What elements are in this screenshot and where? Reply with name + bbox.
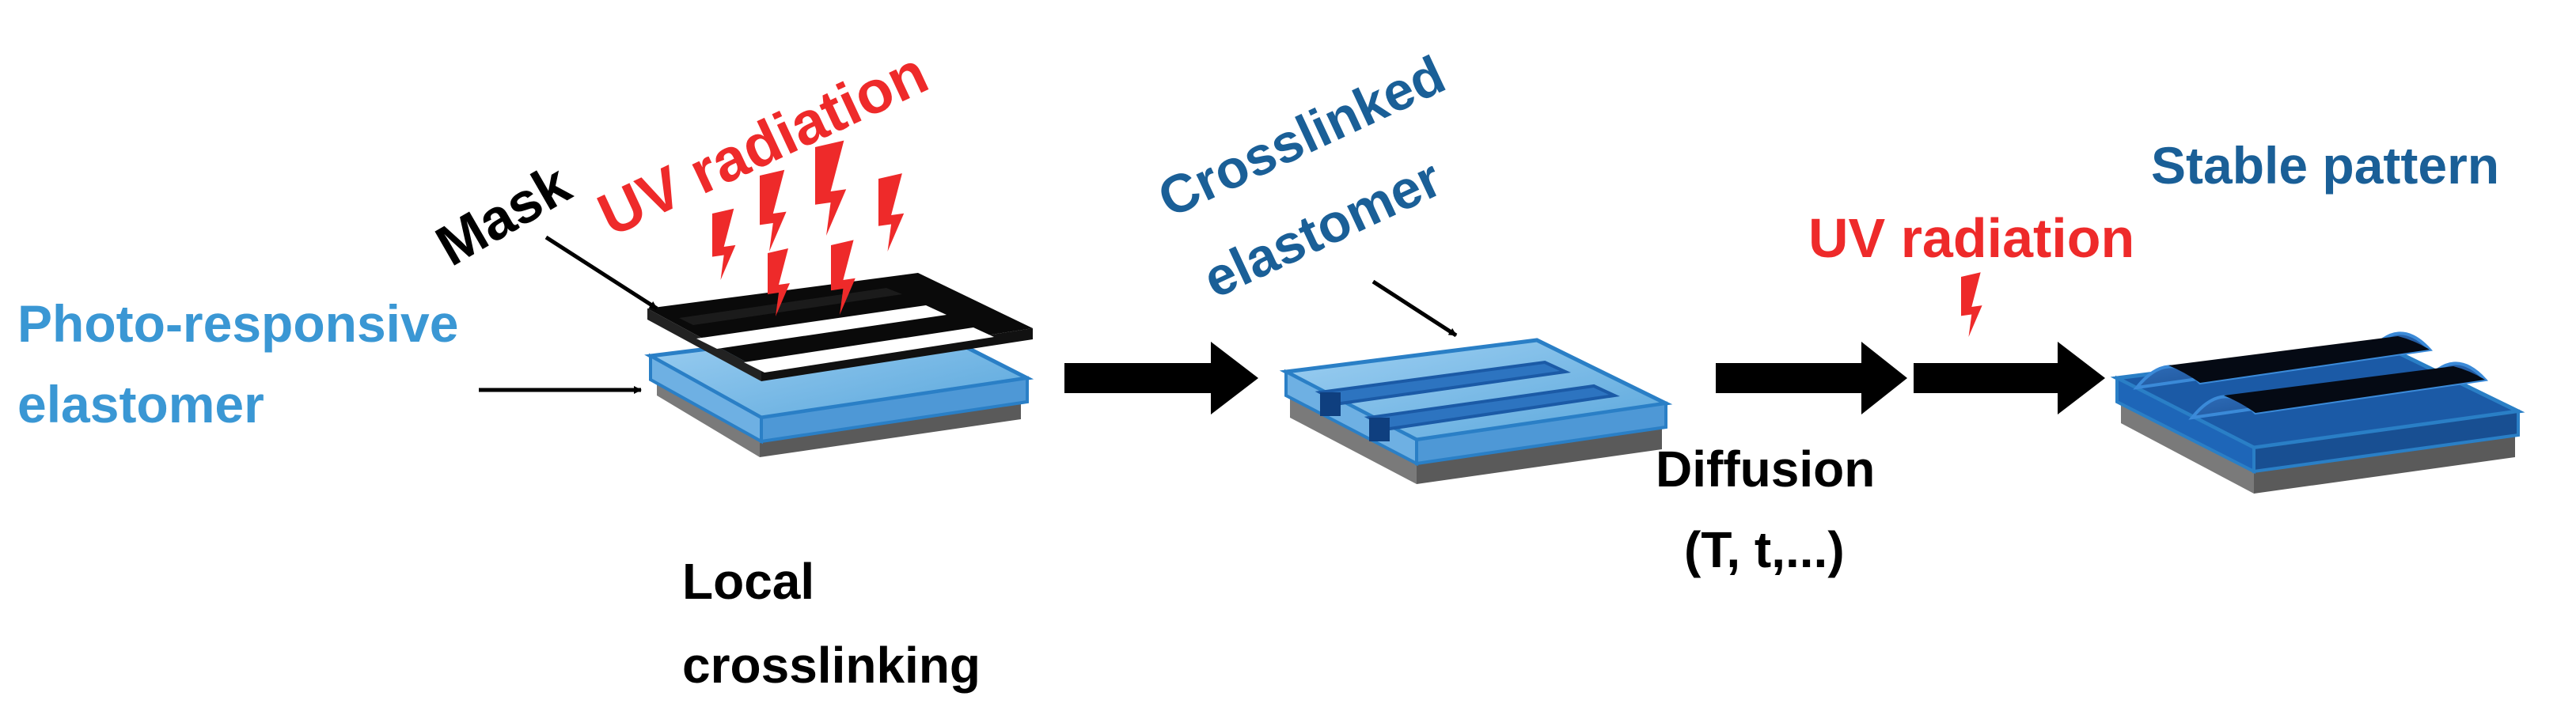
lightning-bolt-icon	[712, 208, 736, 280]
elastomer-film-right	[1415, 401, 1667, 466]
stable-pattern-label: Stable pattern	[2151, 136, 2499, 195]
ridge-1-shadow	[2168, 336, 2430, 383]
mask-side-left	[647, 308, 761, 381]
right-arrow-icon	[1914, 342, 2105, 414]
uv-radiation-label-2: UV radiation	[1808, 207, 2134, 269]
stripe-end-2	[1369, 418, 1390, 441]
right-arrow-icon	[1064, 342, 1258, 414]
substrate-right	[1417, 427, 1662, 484]
photo-responsive-label-line2: elastomer	[17, 375, 264, 433]
local-crosslinking-label-line2: crosslinking	[682, 637, 981, 694]
lightning-bolt-icon	[760, 169, 787, 252]
photo-responsive-label-line1: Photo-responsive	[17, 294, 458, 353]
stage3-sample	[2110, 331, 2525, 494]
substrate-right	[2254, 433, 2515, 494]
mask-slit-1	[696, 305, 947, 349]
stage1-sample	[644, 273, 1034, 457]
mask-side-right	[761, 328, 1033, 381]
stripe-end-1	[1320, 392, 1341, 416]
lightning-bolt-icon	[878, 173, 905, 252]
lightning-bolt-icon	[1961, 272, 1982, 337]
substrate-left	[2121, 399, 2254, 494]
substrate-left	[1290, 395, 1417, 484]
pointer-arrow-icon	[1371, 279, 1458, 338]
stage2-sample	[1279, 338, 1673, 484]
patterned-film-right	[2252, 409, 2520, 474]
diffusion-label-line1: Diffusion	[1656, 441, 1875, 498]
right-arrow-icon	[1716, 342, 1907, 414]
local-crosslinking-label-line1: Local	[682, 553, 814, 610]
mask-slit-2	[744, 327, 994, 373]
pointer-arrow-icon	[544, 235, 658, 311]
ridge-2-shadow	[2224, 366, 2485, 413]
elastomer-film-right	[760, 376, 1029, 444]
mask-label: Mask	[426, 152, 582, 278]
diffusion-label-line2: (T, t,...)	[1684, 521, 1845, 578]
